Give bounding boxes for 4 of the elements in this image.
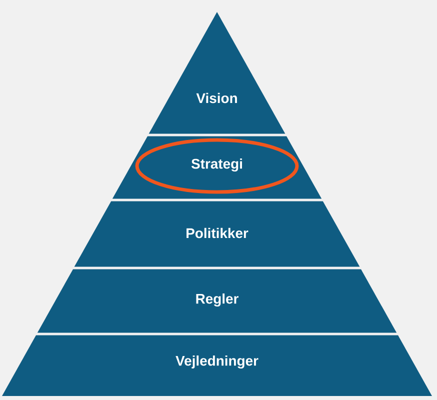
pyramid-level: Politikker — [74, 201, 360, 267]
pyramid-level: Vejledninger — [2, 335, 432, 396]
pyramid-level: Strategi — [112, 136, 322, 199]
pyramid-level: Vision — [148, 12, 286, 134]
